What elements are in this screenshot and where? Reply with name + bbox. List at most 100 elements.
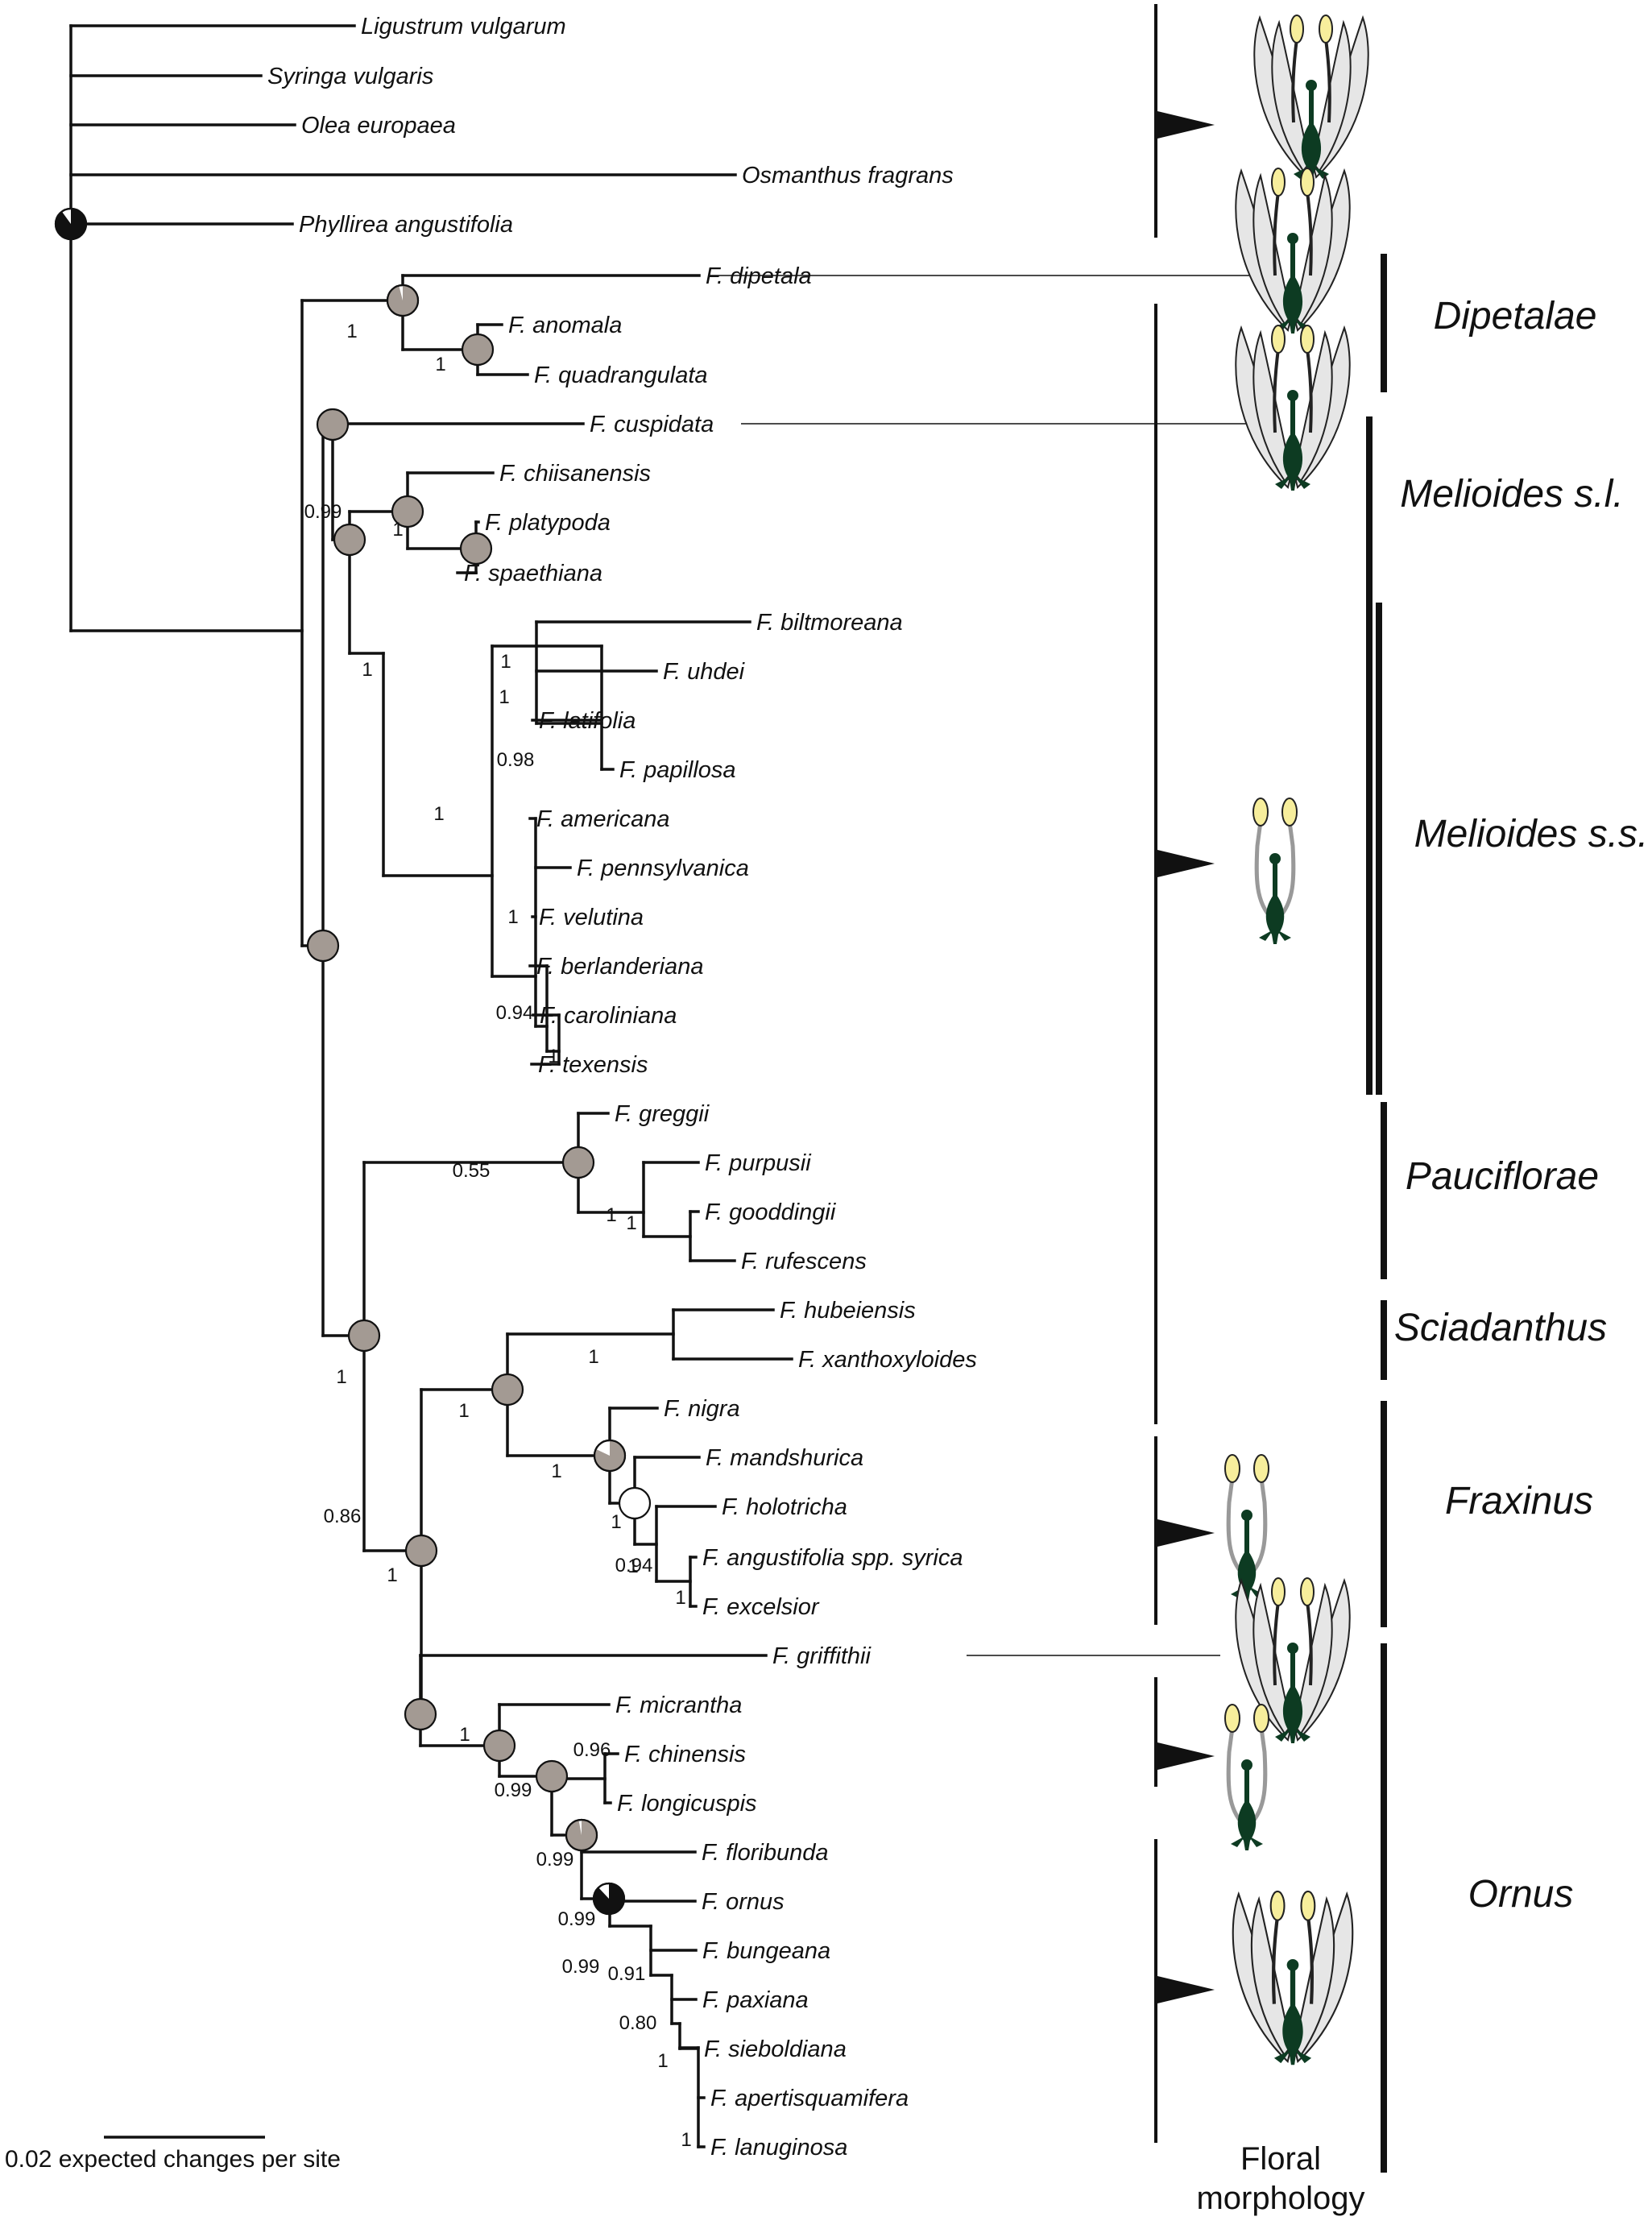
support-value-26: 0.99 [495, 1779, 532, 1801]
taxon-label-36: F. sieboldiana [704, 2036, 847, 2062]
support-value-13: 0.55 [453, 1160, 491, 1182]
support-value-4: 1 [362, 659, 372, 681]
floral-flag-4 [1157, 1976, 1215, 2003]
taxon-label-3: F. cuspidata [590, 412, 714, 437]
outgroup-label-2: Olea europaea [301, 113, 456, 139]
clade-label-3: Pauciflorae [1406, 1155, 1599, 1198]
support-value-20: 1 [611, 1511, 621, 1533]
taxon-label-32: F. floribunda [702, 1840, 828, 1866]
node-pie-slice-17 [565, 1820, 597, 1850]
node-pie-10 [404, 1534, 438, 1568]
taxon-label-23: F. nigra [664, 1396, 740, 1422]
taxon-label-35: F. paxiana [702, 1987, 809, 2013]
taxon-label-8: F. uhdei [663, 659, 746, 685]
node-pie-3 [316, 408, 350, 441]
support-value-9: 1 [507, 906, 518, 928]
node-pie-slice-1 [387, 285, 419, 316]
node-pie-outline-17 [565, 1818, 598, 1852]
support-value-1: 1 [435, 354, 445, 375]
node-pie-7 [306, 929, 340, 963]
taxon-label-37: F. apertisquamifera [710, 2086, 909, 2111]
support-value-14: 1 [606, 1204, 616, 1226]
support-value-5: 1 [500, 651, 511, 673]
clade-bars [1366, 254, 1387, 2173]
outgroup-label-0: Ligustrum vulgarum [361, 14, 566, 39]
node-pie-outline-12 [593, 1439, 627, 1473]
clade-label-4: Sciadanthus [1394, 1307, 1607, 1349]
support-value-11: 0.94 [496, 1002, 534, 1024]
taxon-label-19: F. gooddingii [705, 1199, 837, 1225]
flower-icon-3 [1253, 798, 1297, 944]
support-value-6: 1 [499, 686, 509, 708]
outgroup-label-1: Syringa vulgaris [267, 64, 433, 89]
taxon-label-4: F. chiisanensis [499, 461, 651, 487]
node-pie-outline-1 [386, 284, 420, 317]
node-pie-charts [54, 207, 652, 1916]
flower-illustrations [1225, 15, 1368, 2065]
taxon-label-21: F. hubeiensis [780, 1298, 916, 1324]
clade-label-2: Melioides s.s. [1414, 813, 1649, 856]
taxon-label-17: F. greggii [615, 1101, 710, 1127]
support-value-29: 0.99 [558, 1908, 596, 1930]
support-value-2: 0.99 [304, 501, 342, 523]
flower-icon-5 [1236, 1578, 1349, 1743]
taxon-label-25: F. holotricha [722, 1494, 847, 1520]
support-value-34: 1 [681, 2129, 691, 2151]
taxon-label-20: F. rufescens [741, 1249, 867, 1274]
support-value-32: 0.80 [619, 2012, 657, 2034]
support-value-21: 1 [627, 1556, 638, 1577]
support-value-23: 1 [675, 1587, 685, 1609]
node-pie-4 [333, 523, 366, 557]
node-pie-slice-12 [594, 1440, 626, 1471]
taxon-label-34: F. bungeana [702, 1938, 830, 1964]
support-value-7: 1 [433, 803, 444, 825]
support-value-22: 0.94 [615, 1555, 653, 1576]
floral-morphology-label-2: morphology [1196, 2181, 1364, 2216]
taxon-label-24: F. mandshurica [706, 1445, 863, 1471]
support-value-0: 1 [346, 321, 357, 342]
flower-icon-6 [1225, 1705, 1269, 1850]
taxon-label-22: F. xanthoxyloides [798, 1347, 977, 1373]
taxon-label-31: F. longicuspis [617, 1791, 757, 1817]
node-pie-outline-18 [592, 1882, 626, 1916]
floral-flag-1 [1157, 850, 1215, 877]
taxon-label-16: F. texensis [538, 1052, 648, 1078]
flower-icon-4 [1225, 1455, 1269, 1601]
support-value-17: 1 [588, 1346, 598, 1368]
taxon-label-33: F. ornus [702, 1889, 785, 1915]
node-pie-16 [535, 1759, 569, 1793]
taxon-label-15: F. caroliniana [540, 1003, 677, 1029]
floral-flag-2 [1157, 1519, 1215, 1547]
node-pie-5 [391, 495, 424, 528]
support-value-27: 0.96 [573, 1739, 611, 1761]
taxon-label-0: F. dipetala [706, 263, 812, 289]
flower-icon-0 [1254, 15, 1368, 180]
tree-branches [69, 24, 793, 2148]
support-value-3: 1 [392, 519, 403, 541]
support-value-30: 0.99 [562, 1956, 600, 1978]
floral-flag-3 [1157, 1742, 1215, 1770]
taxon-label-2: F. quadrangulata [534, 363, 708, 388]
node-pie-slice-18 [594, 1883, 624, 1915]
taxon-label-10: F. papillosa [619, 757, 736, 783]
taxon-label-27: F. excelsior [702, 1594, 820, 1620]
taxon-label-13: F. velutina [539, 905, 644, 930]
node-pie-15 [482, 1729, 516, 1763]
support-value-10: 1 [548, 1046, 558, 1067]
support-value-12: 1 [626, 1212, 636, 1234]
taxon-label-9: F. latifolia [539, 708, 636, 734]
floral-flags [1157, 111, 1215, 2003]
node-pie-8 [347, 1319, 381, 1353]
clade-label-0: Dipetalae [1434, 295, 1597, 338]
node-pie-6 [459, 532, 493, 566]
clade-label-5: Fraxinus [1445, 1480, 1593, 1523]
taxon-label-30: F. chinensis [624, 1742, 746, 1767]
taxon-label-5: F. platypoda [485, 510, 611, 536]
taxon-label-14: F. berlanderiana [536, 954, 703, 980]
outgroup-label-4: Phyllirea angustifolia [299, 212, 513, 238]
node-pie-slice-0 [55, 209, 86, 239]
